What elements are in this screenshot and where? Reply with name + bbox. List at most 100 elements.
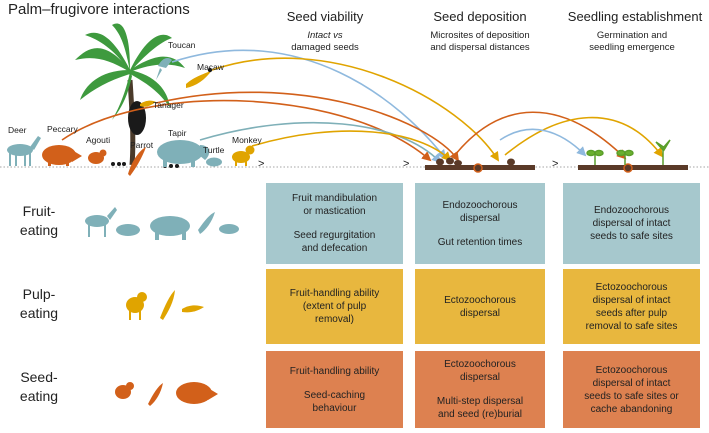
- cell-seed-establishment: Ectozoochorous dispersal of intact seeds…: [563, 351, 700, 428]
- animal-label-toucan: Toucan: [168, 40, 196, 50]
- animal-label-agouti: Agouti: [86, 135, 111, 145]
- column-subtitle-line: and dispersal distances: [430, 42, 530, 53]
- column-subtitle-line: Microsites of deposition: [430, 30, 530, 41]
- cell-line: dispersal: [459, 212, 501, 224]
- agouti-icon: [88, 149, 107, 164]
- animal-label-tanager: Tanager: [153, 100, 184, 110]
- arrow-toucan: [171, 49, 447, 160]
- cell-line: Ectozoochorous: [595, 364, 668, 376]
- arrow-monkey: [251, 130, 452, 162]
- row-label-line: Fruit-: [22, 203, 56, 219]
- cell-line: seeds after pulp: [595, 307, 668, 319]
- cell-seed-deposition: Ectozoochorous dispersal Multi-step disp…: [415, 351, 545, 428]
- cell-line: seeds to safe sites: [590, 231, 673, 242]
- cell-fruit-viability: Fruit mandibulation or mastication Seed …: [266, 183, 403, 264]
- cell-line: seeds to safe sites or: [584, 390, 679, 402]
- cell-line: dispersal of intact: [592, 218, 671, 229]
- column-title-seed-deposition: Seed deposition: [433, 9, 527, 24]
- cell-line: removal): [315, 314, 354, 325]
- cell-line: Fruit-handling ability: [289, 288, 380, 299]
- cell-line: Ectozoochorous: [444, 294, 516, 306]
- cell-line: Ectozoochorous: [595, 281, 668, 293]
- cell-line: behaviour: [312, 402, 357, 414]
- cell-line: Fruit-handling ability: [289, 365, 380, 377]
- row-label-line: eating: [19, 222, 59, 238]
- cell-fruit-establishment: Endozoochorous dispersal of intact seeds…: [563, 183, 700, 264]
- cell-line: (extent of pulp: [302, 301, 367, 312]
- row-label-pulp-eating: Pulp- eating: [4, 285, 74, 323]
- stage-marker: >: [552, 158, 559, 170]
- arrow-tapir: [199, 121, 442, 164]
- column-title-seedling-establishment: Seedling establishment: [567, 9, 703, 24]
- column-subtitle-seedling-establishment: Germination and seedling emergence: [557, 30, 707, 54]
- cell-line: or mastication: [303, 206, 366, 217]
- cell-pulp-deposition: Ectozoochorous dispersal: [415, 269, 545, 344]
- toucan-icon: [156, 58, 172, 80]
- macaw-icon: [186, 67, 213, 88]
- cell-pulp-establishment: Ectozoochorous dispersal of intact seeds…: [563, 269, 700, 344]
- cell-pulp-viability: Fruit-handling ability (extent of pulp r…: [266, 269, 403, 344]
- column-subtitle-line: Intact vs: [307, 30, 343, 41]
- arrow-macaw: [211, 57, 500, 162]
- animal-label-tapir: Tapir: [168, 128, 187, 138]
- peccary-icon: [42, 145, 82, 166]
- cell-line: Seed-caching: [303, 389, 366, 401]
- arrow-to-seedling-1: [454, 111, 627, 160]
- page-title: Palm–frugivore interactions: [8, 1, 190, 18]
- animal-label-turtle: Turtle: [203, 145, 225, 155]
- row-label-line: Pulp-: [22, 286, 56, 302]
- seedlings-icon: [578, 139, 688, 173]
- tanager-icon: [140, 100, 156, 107]
- cell-line: and seed (re)burial: [438, 409, 522, 420]
- column-subtitle-line: Germination and: [596, 30, 668, 41]
- animal-label-monkey: Monkey: [232, 135, 262, 145]
- stage-marker: >: [403, 158, 410, 170]
- cell-line: Fruit mandibulation: [291, 193, 378, 204]
- stage-marker: >: [258, 158, 265, 170]
- row-label-seed-eating: Seed- eating: [4, 368, 74, 406]
- fruit-eaters-icons: [85, 207, 239, 240]
- cell-line: Endozoochorous: [593, 205, 670, 216]
- turtle-icon: [206, 157, 222, 167]
- cell-fruit-deposition: Endozoochorous dispersal Gut retention t…: [415, 183, 545, 264]
- cell-seed-viability: Fruit-handling ability Seed-caching beha…: [266, 351, 403, 428]
- seed-eaters-icons: [115, 382, 218, 406]
- column-subtitle-seed-viability: Intact vs damaged seeds: [250, 30, 400, 54]
- cell-line: removal to safe sites: [585, 320, 678, 332]
- cell-line: Seed regurgitation: [293, 230, 376, 241]
- animal-label-macaw: Macaw: [197, 62, 224, 72]
- cell-line: dispersal of intact: [592, 377, 671, 389]
- row-label-line: eating: [19, 305, 59, 321]
- row-label-line: Seed-: [20, 369, 58, 385]
- arrow-tanager: [155, 91, 460, 162]
- tapir-icon: [157, 140, 210, 167]
- column-title-seed-viability: Seed viability: [286, 9, 364, 24]
- animal-label-deer: Deer: [8, 125, 27, 135]
- monkey-icon: [232, 145, 255, 166]
- pulp-eaters-icons: [126, 290, 204, 320]
- cell-line: Multi-step dispersal: [436, 396, 524, 407]
- cell-line: dispersal: [459, 372, 501, 383]
- deposition-soil-icon: [425, 157, 535, 173]
- cell-line: Ectozoochorous: [444, 359, 516, 370]
- palm-tree-icon: [75, 23, 185, 166]
- cell-line: dispersal: [459, 307, 501, 319]
- arrow-to-seedling-2: [504, 116, 664, 158]
- column-subtitle-seed-deposition: Microsites of deposition and dispersal d…: [405, 30, 555, 54]
- cell-line: dispersal of intact: [592, 294, 671, 306]
- column-subtitle-line: damaged seeds: [291, 42, 359, 53]
- cell-line: Gut retention times: [437, 236, 523, 248]
- animal-label-peccary: Peccary: [47, 124, 78, 134]
- deer-icon: [7, 136, 41, 166]
- column-subtitle-line: seedling emergence: [589, 42, 675, 53]
- cell-line: Endozoochorous: [442, 199, 518, 211]
- cell-line: cache abandoning: [590, 403, 673, 415]
- row-label-fruit-eating: Fruit- eating: [4, 202, 74, 240]
- parrot-icon: [128, 147, 146, 176]
- animal-label-parrot: Parrot: [130, 140, 154, 150]
- row-label-line: eating: [19, 388, 59, 404]
- arrow-to-seedling-3: [499, 128, 587, 157]
- cell-line: and defecation: [301, 243, 368, 254]
